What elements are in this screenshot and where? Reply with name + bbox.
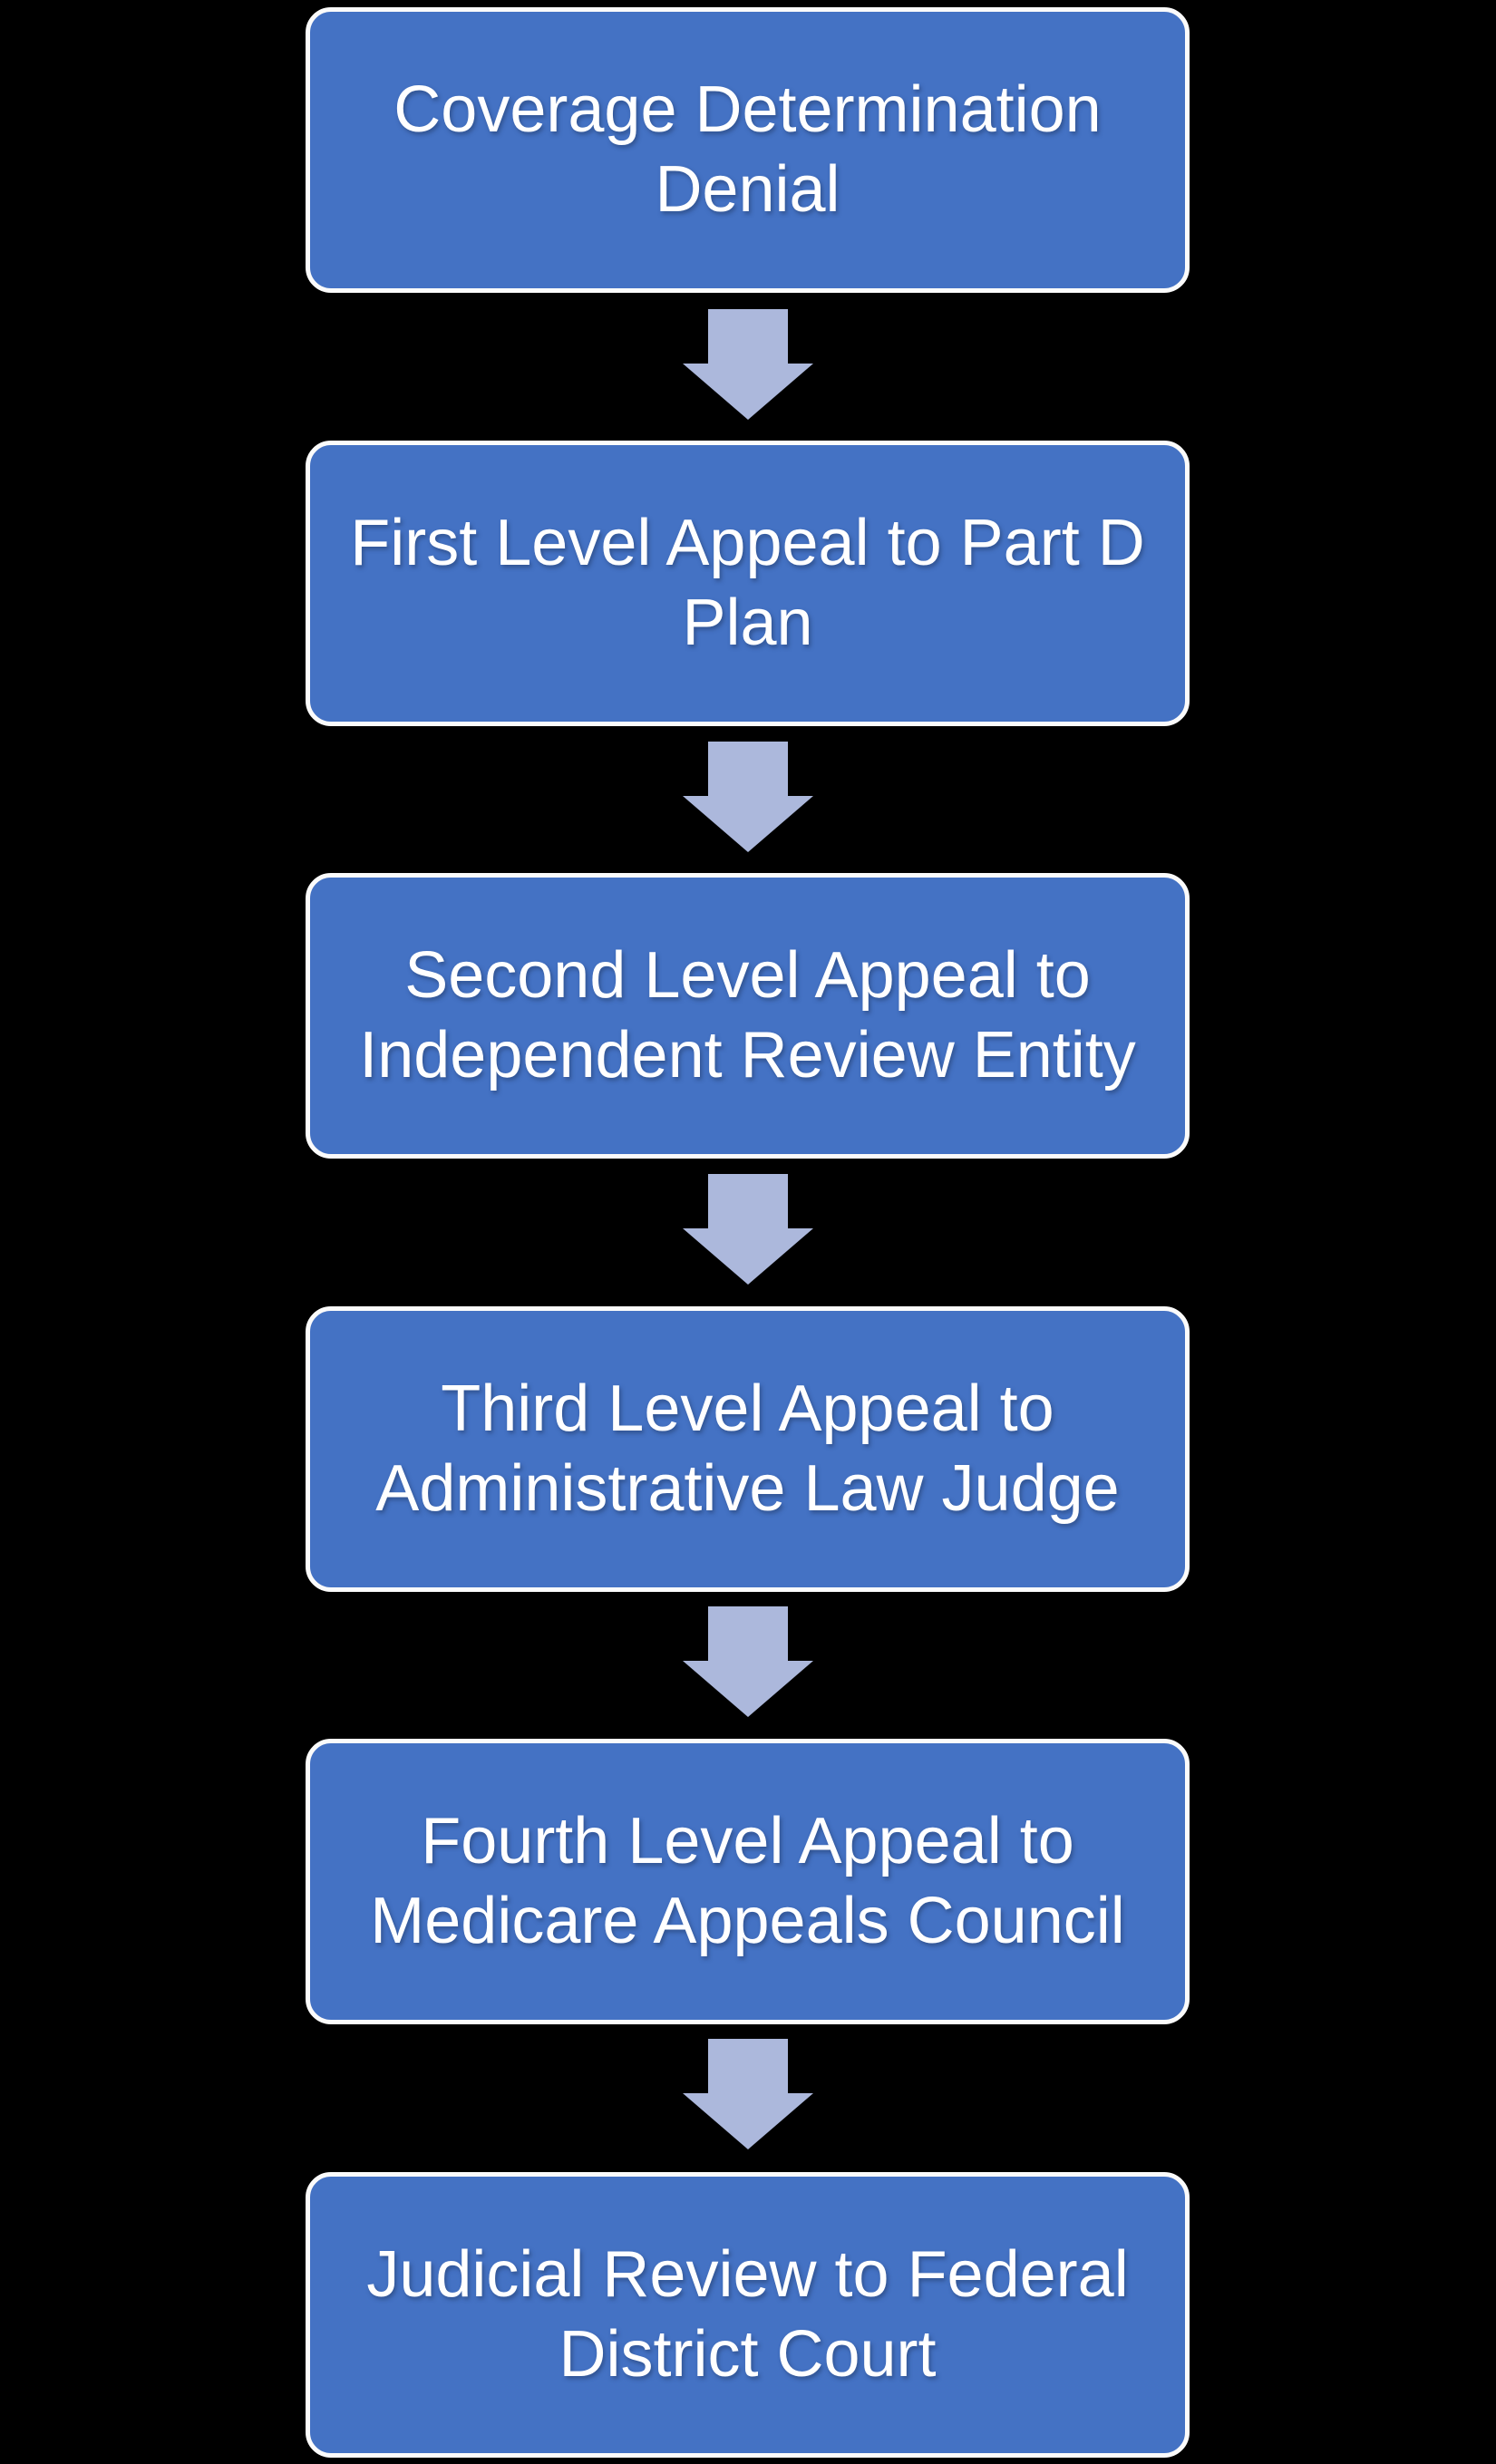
- down-arrow-shape: [683, 1606, 813, 1717]
- flow-step-4: Third Level Appeal to Administrative Law…: [306, 1306, 1190, 1592]
- down-arrow: [683, 2039, 813, 2149]
- down-arrow: [683, 1174, 813, 1285]
- down-arrow: [683, 1606, 813, 1717]
- down-arrow-shape: [683, 1174, 813, 1285]
- flow-step-5: Fourth Level Appeal to Medicare Appeals …: [306, 1739, 1190, 2024]
- flow-step-2: First Level Appeal to Part D Plan: [306, 441, 1190, 726]
- down-arrow: [683, 742, 813, 852]
- down-arrow-shape: [683, 742, 813, 852]
- step-label: Fourth Level Appeal to Medicare Appeals …: [370, 1804, 1125, 1957]
- step-label: First Level Appeal to Part D Plan: [350, 506, 1145, 659]
- down-arrow-shape: [683, 2039, 813, 2149]
- down-arrow-shape: [683, 309, 813, 420]
- step-label: Judicial Review to Federal District Cour…: [366, 2237, 1129, 2391]
- flow-step-6: Judicial Review to Federal District Cour…: [306, 2172, 1190, 2458]
- step-label: Second Level Appeal to Independent Revie…: [359, 938, 1136, 1091]
- flow-step-3: Second Level Appeal to Independent Revie…: [306, 873, 1190, 1159]
- flow-step-1: Coverage Determination Denial: [306, 7, 1190, 293]
- down-arrow: [683, 309, 813, 420]
- step-label: Coverage Determination Denial: [393, 73, 1102, 226]
- step-label: Third Level Appeal to Administrative Law…: [375, 1372, 1120, 1525]
